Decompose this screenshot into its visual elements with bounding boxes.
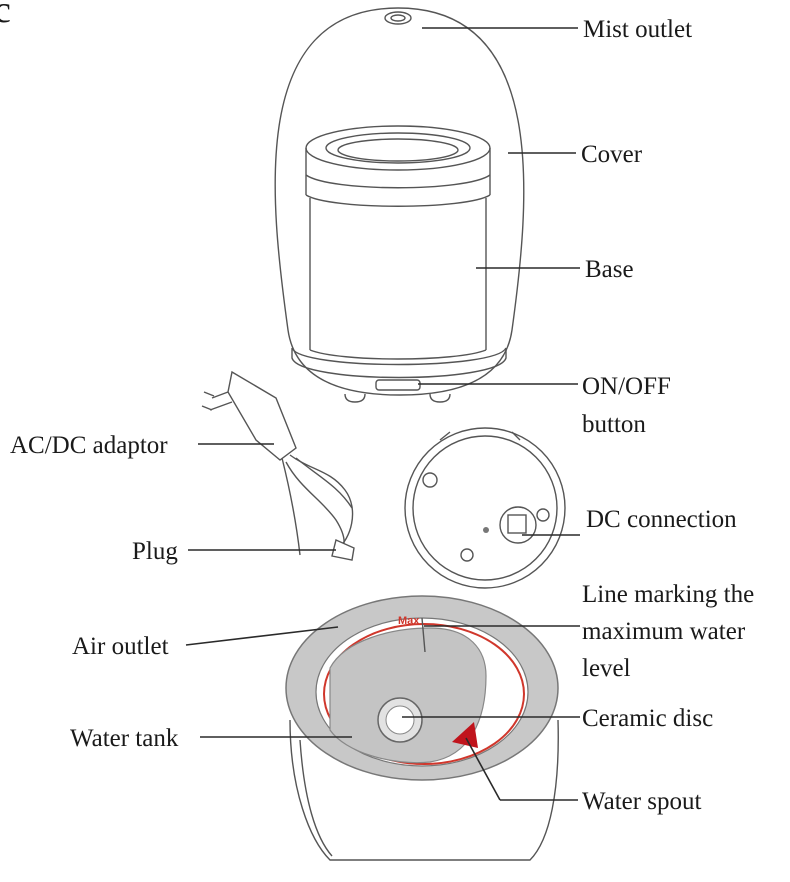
label-on-off-2: button xyxy=(582,411,646,438)
base-platform xyxy=(291,347,507,379)
label-base: Base xyxy=(585,256,634,283)
water-tank-drawing: Max xyxy=(285,595,559,861)
label-dc-connection: DC connection xyxy=(586,506,737,533)
label-plug: Plug xyxy=(132,538,178,565)
label-max-line-3: level xyxy=(582,655,631,682)
on-off-button-shape xyxy=(375,379,421,391)
label-ceramic-disc: Ceramic disc xyxy=(582,705,713,732)
label-ac-dc-adaptor: AC/DC adaptor xyxy=(10,432,168,459)
ac-dc-adaptor-drawing xyxy=(201,370,355,561)
leader-lines xyxy=(185,27,580,801)
label-on-off: ON/OFF xyxy=(582,373,671,400)
label-max-line-1: Line marking the xyxy=(582,581,754,608)
label-cover: Cover xyxy=(581,141,643,168)
humidifier-cover-assembly xyxy=(274,7,525,403)
base-bottom-view xyxy=(404,427,566,589)
water-spout-shape xyxy=(452,722,478,748)
label-max-line-2: maximum water xyxy=(582,618,746,645)
base-cylinder xyxy=(305,125,491,360)
max-mark-text: Max xyxy=(398,615,420,627)
label-mist-outlet: Mist outlet xyxy=(583,16,692,43)
label-air-outlet: Air outlet xyxy=(72,633,169,660)
cover-shell xyxy=(274,7,525,396)
max-level-line xyxy=(323,623,525,765)
label-water-spout: Water spout xyxy=(582,788,702,815)
mist-outlet-hole xyxy=(384,11,412,25)
panel-letter: c xyxy=(0,0,11,31)
tank-basin xyxy=(329,627,487,764)
label-water-tank: Water tank xyxy=(70,725,179,752)
